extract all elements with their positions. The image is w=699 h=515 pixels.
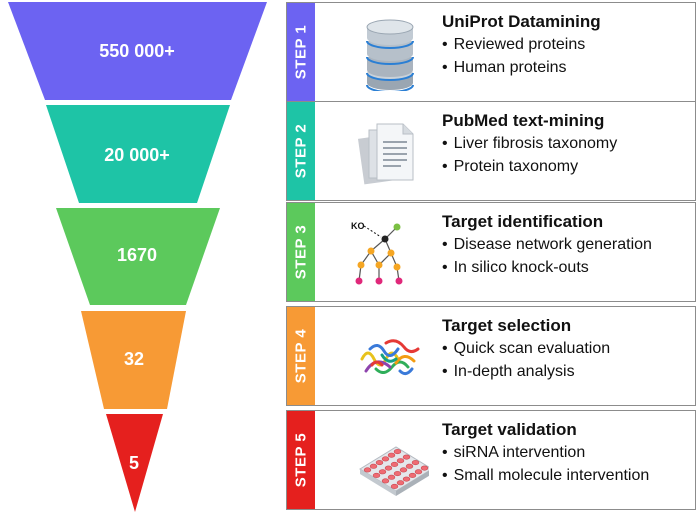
step-2-title: PubMed text-mining — [442, 111, 605, 130]
well — [363, 467, 372, 473]
bullet-dot: • — [442, 236, 448, 253]
step-4-bullet-1-text: Quick scan evaluation — [453, 340, 611, 357]
well — [396, 480, 405, 486]
documents-icon — [357, 123, 414, 185]
funnel-level-5 — [106, 414, 163, 512]
step-3-bullet-1: • Disease network generation — [442, 233, 652, 256]
well — [393, 449, 402, 455]
funnel: 550 000+ 20 000+ 1670 32 5 — [8, 2, 267, 512]
step-5-bullet-1-text: siRNA intervention — [453, 444, 586, 461]
well — [411, 460, 420, 466]
step-1-tab: STEP 1 — [287, 3, 315, 101]
step-5-tab: STEP 5 — [287, 411, 315, 509]
step-2-tab: STEP 2 — [287, 102, 315, 200]
step-3-bullet-2: • In silico knock-outs — [442, 256, 652, 279]
well — [393, 471, 402, 477]
well — [369, 463, 378, 469]
step-3-title: Target identification — [442, 212, 604, 231]
bullet-dot: • — [442, 158, 448, 175]
well — [381, 478, 390, 484]
step-3-bullet-1-text: Disease network generation — [453, 236, 652, 253]
well — [402, 454, 411, 460]
well — [375, 460, 384, 466]
funnel-value-3: 1670 — [117, 245, 157, 265]
well — [390, 483, 399, 489]
well — [381, 456, 390, 462]
step-1-bullet-1-text: Reviewed proteins — [453, 36, 586, 53]
well — [387, 452, 396, 458]
funnel-level-2 — [46, 105, 230, 203]
step-5-bullet-1: • siRNA intervention — [442, 441, 649, 464]
step-1-label: STEP 1 — [292, 24, 310, 80]
step-2-box: STEP 2 PubMed text-mining • Liver fibrosi… — [286, 101, 696, 201]
step-3-bullet-2-text: In silico knock-outs — [453, 259, 589, 276]
well — [402, 476, 411, 482]
database-icon — [366, 19, 414, 91]
well — [420, 465, 429, 471]
step-4-box: STEP 4 Target selection • Quick scan eval… — [286, 306, 696, 406]
step-5-bullet-2-text: Small molecule intervention — [453, 467, 650, 484]
well — [378, 469, 387, 475]
step-4-label: STEP 4 — [292, 328, 310, 384]
network-icon: KO — [351, 221, 403, 285]
step-4-title: Target selection — [442, 316, 572, 335]
knockout-label: KO — [351, 221, 365, 231]
well — [405, 463, 414, 469]
funnel-level-1 — [8, 2, 267, 100]
funnel-level-4 — [81, 311, 186, 409]
well — [396, 458, 405, 464]
step-4-tab: STEP 4 — [287, 307, 315, 405]
step-2-bullet-1: • Liver fibrosis taxonomy — [442, 132, 617, 155]
step-3-label: STEP 3 — [292, 224, 310, 280]
well — [384, 465, 393, 471]
step-1-box: STEP 1 UniProt Datamining • Reviewed prot… — [286, 2, 696, 102]
well — [399, 467, 408, 473]
funnel-value-2: 20 000+ — [104, 145, 170, 165]
well — [390, 461, 399, 467]
step-5-label: STEP 5 — [292, 432, 310, 488]
bullet-dot: • — [442, 135, 448, 152]
funnel-value-5: 5 — [129, 453, 139, 473]
funnel-value-1: 550 000+ — [99, 41, 175, 61]
step-5-box: STEP 5 Target validation • siRNA interven… — [286, 410, 696, 510]
step-4-bullet-2: • In-depth analysis — [442, 360, 610, 383]
funnel-level-3 — [56, 208, 220, 305]
bullet-dot: • — [442, 59, 448, 76]
bullet-dot: • — [442, 363, 448, 380]
bullet-dot: • — [442, 340, 448, 357]
step-3-box: STEP 3 KO Target identification • Disease… — [286, 202, 696, 302]
step-2-bullet-2: • Protein taxonomy — [442, 155, 617, 178]
step-1-bullet-1: • Reviewed proteins — [442, 33, 601, 56]
step-5-title: Target validation — [442, 420, 577, 439]
bullet-dot: • — [442, 36, 448, 53]
well — [372, 472, 381, 478]
bullet-dot: • — [442, 444, 448, 461]
well-plate-icon — [359, 446, 429, 496]
well — [414, 469, 423, 475]
step-1-title: UniProt Datamining — [442, 12, 601, 31]
bullet-dot: • — [442, 467, 448, 484]
funnel-value-4: 32 — [124, 349, 144, 369]
bullet-dot: • — [442, 259, 448, 276]
step-4-bullet-2-text: In-depth analysis — [453, 363, 575, 380]
well — [387, 474, 396, 480]
step-1-bullet-2: • Human proteins — [442, 56, 601, 79]
step-4-bullet-1: • Quick scan evaluation — [442, 337, 610, 360]
step-2-bullet-2-text: Protein taxonomy — [453, 158, 579, 175]
step-5-bullet-2: • Small molecule intervention — [442, 464, 649, 487]
step-2-label: STEP 2 — [292, 123, 310, 179]
step-2-bullet-1-text: Liver fibrosis taxonomy — [453, 135, 618, 152]
well — [408, 472, 417, 478]
step-3-tab: STEP 3 — [287, 203, 315, 301]
step-1-bullet-2-text: Human proteins — [453, 59, 567, 76]
protein-structure-icon — [360, 339, 420, 376]
